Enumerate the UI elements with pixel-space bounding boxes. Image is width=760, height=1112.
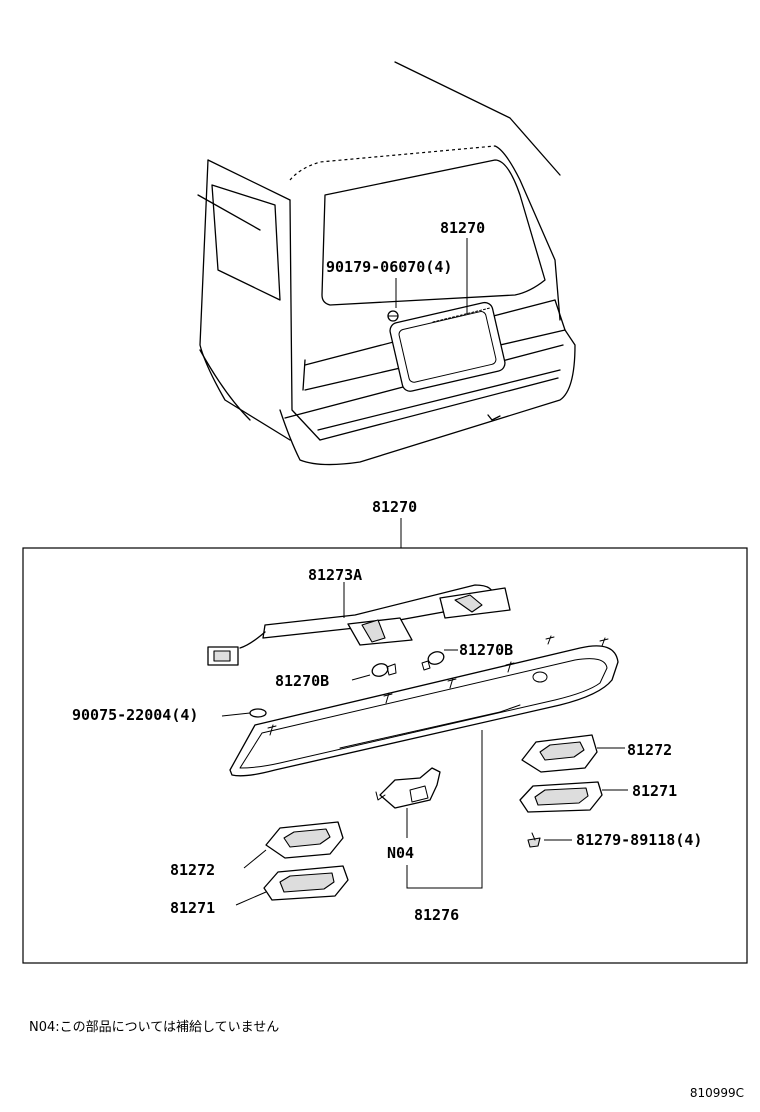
drawing-code: 810999C [689,1086,744,1100]
label-81272-right: 81272 [627,741,672,759]
lens-cover-left [265,821,344,859]
label-81271-right: 81271 [632,782,677,800]
label-81279-89118: 81279-89118(4) [576,831,702,849]
lamp-housing-right [519,781,603,813]
lens-cover-right [521,734,598,773]
label-81271-left: 81271 [170,899,215,917]
assembly-frame [22,547,748,964]
screw-right [527,832,541,848]
label-81273A: 81273A [308,566,362,584]
label-81270-assembly: 81270 [372,498,417,516]
wire-harness [207,584,511,666]
bulb-right [421,651,445,671]
grommet [249,708,267,718]
bracket-n04 [375,767,441,809]
bulb-left [371,663,397,677]
label-81270B-left: 81270B [275,672,329,690]
label-81276: 81276 [414,906,459,924]
footnote: N04:この部品については補給していません [29,1020,280,1035]
label-90179-bolt: 90179-06070(4) [326,258,452,276]
vehicle-rear-illustration [197,61,576,466]
label-81272-left: 81272 [170,861,215,879]
label-90075: 90075-22004(4) [72,706,198,724]
label-N04: N04 [387,844,414,862]
license-lamp-housing [229,635,619,777]
label-81270-top: 81270 [440,219,485,237]
lamp-housing-left [263,865,349,901]
label-81270B-right: 81270B [459,641,513,659]
